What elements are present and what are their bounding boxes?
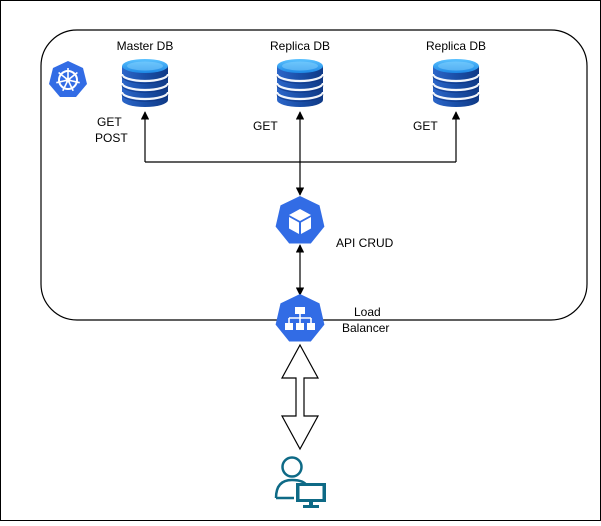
database-icon (431, 59, 481, 107)
replica-db-2-label: Replica DB (426, 39, 486, 53)
database-icon (275, 59, 325, 107)
replica-db-2-op-get: GET (413, 119, 438, 133)
replica-db-1-op-get: GET (253, 119, 278, 133)
master-db-op-get: GET (97, 115, 122, 129)
user-workstation-icon (274, 456, 326, 508)
load-balancer-label-line1: Load (354, 305, 381, 319)
kubernetes-icon (49, 61, 87, 97)
api-label: API CRUD (336, 236, 394, 250)
master-db-label: Master DB (117, 39, 174, 53)
network-icon (275, 294, 325, 342)
master-db-op-post: POST (95, 131, 128, 145)
bidirectional-flow-arrow (280, 343, 320, 451)
database-icon (120, 59, 170, 107)
cube-icon (275, 196, 325, 244)
load-balancer-label-line2: Balancer (342, 321, 389, 335)
replica-db-1-label: Replica DB (270, 39, 330, 53)
